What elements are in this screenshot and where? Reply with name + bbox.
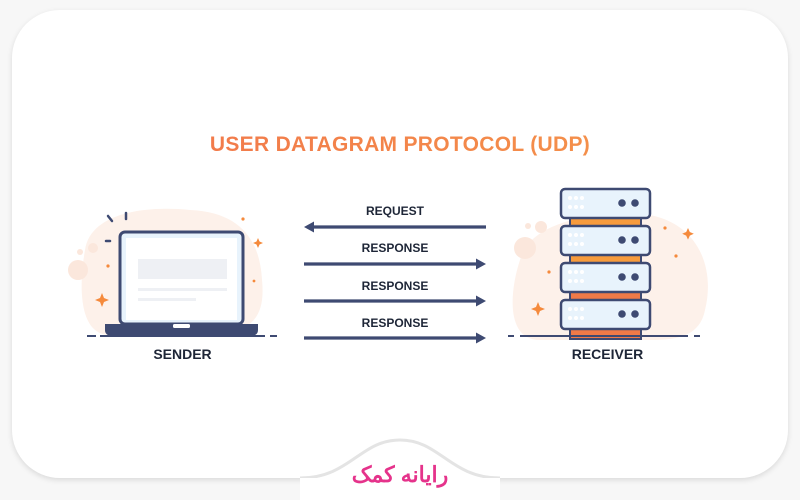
sender-sparkles	[95, 217, 263, 307]
server-vent-dot	[580, 316, 584, 320]
message-label: REQUEST	[365, 204, 424, 218]
receiver-label: RECEIVER	[571, 346, 644, 362]
server-vent-dot	[580, 270, 584, 274]
server-led-icon	[618, 310, 626, 318]
server-vent-dot	[574, 242, 578, 246]
receiver-sparkles	[531, 226, 694, 316]
server-led-icon	[631, 310, 639, 318]
server-led-icon	[631, 236, 639, 244]
server-vent-dot	[580, 242, 584, 246]
server-vent-dot	[580, 196, 584, 200]
server-rack-icon	[559, 187, 652, 340]
arrow-left-icon	[304, 221, 486, 233]
sender-label: SENDER	[153, 346, 212, 362]
arrow-right-icon	[304, 295, 486, 307]
arrow-right-icon	[304, 258, 486, 270]
server-vent-dot	[580, 307, 584, 311]
server-led-icon	[618, 199, 626, 207]
server-unit	[559, 224, 652, 257]
laptop-icon	[87, 230, 277, 337]
brand-logo: رایانه کمک	[351, 462, 449, 487]
server-vent-dot	[574, 233, 578, 237]
sender-rays	[104, 211, 128, 243]
server-vent-dot	[574, 279, 578, 283]
server-vent-dot	[574, 307, 578, 311]
message-label: RESPONSE	[361, 279, 429, 293]
server-vent-dot	[580, 233, 584, 237]
server-unit	[559, 261, 652, 294]
message-label: RESPONSE	[361, 241, 429, 255]
server-vent-dot	[568, 316, 572, 320]
server-vent-dot	[568, 307, 572, 311]
server-vent-dot	[580, 205, 584, 209]
server-led-icon	[631, 273, 639, 281]
server-vent-dot	[568, 270, 572, 274]
server-vent-dot	[568, 233, 572, 237]
server-led-icon	[618, 236, 626, 244]
server-led-icon	[631, 199, 639, 207]
server-vent-dot	[574, 270, 578, 274]
diagram-title: USER DATAGRAM PROTOCOL (UDP)	[0, 133, 800, 157]
arrow-right-icon	[304, 332, 486, 344]
server-led-icon	[618, 273, 626, 281]
server-vent-dot	[568, 196, 572, 200]
server-vent-dot	[568, 242, 572, 246]
server-unit	[559, 187, 652, 220]
server-vent-dot	[574, 196, 578, 200]
server-vent-dot	[568, 205, 572, 209]
server-vent-dot	[568, 279, 572, 283]
server-vent-dot	[574, 316, 578, 320]
server-vent-dot	[574, 205, 578, 209]
server-unit	[559, 298, 652, 331]
message-label: RESPONSE	[361, 316, 429, 330]
server-vent-dot	[580, 279, 584, 283]
